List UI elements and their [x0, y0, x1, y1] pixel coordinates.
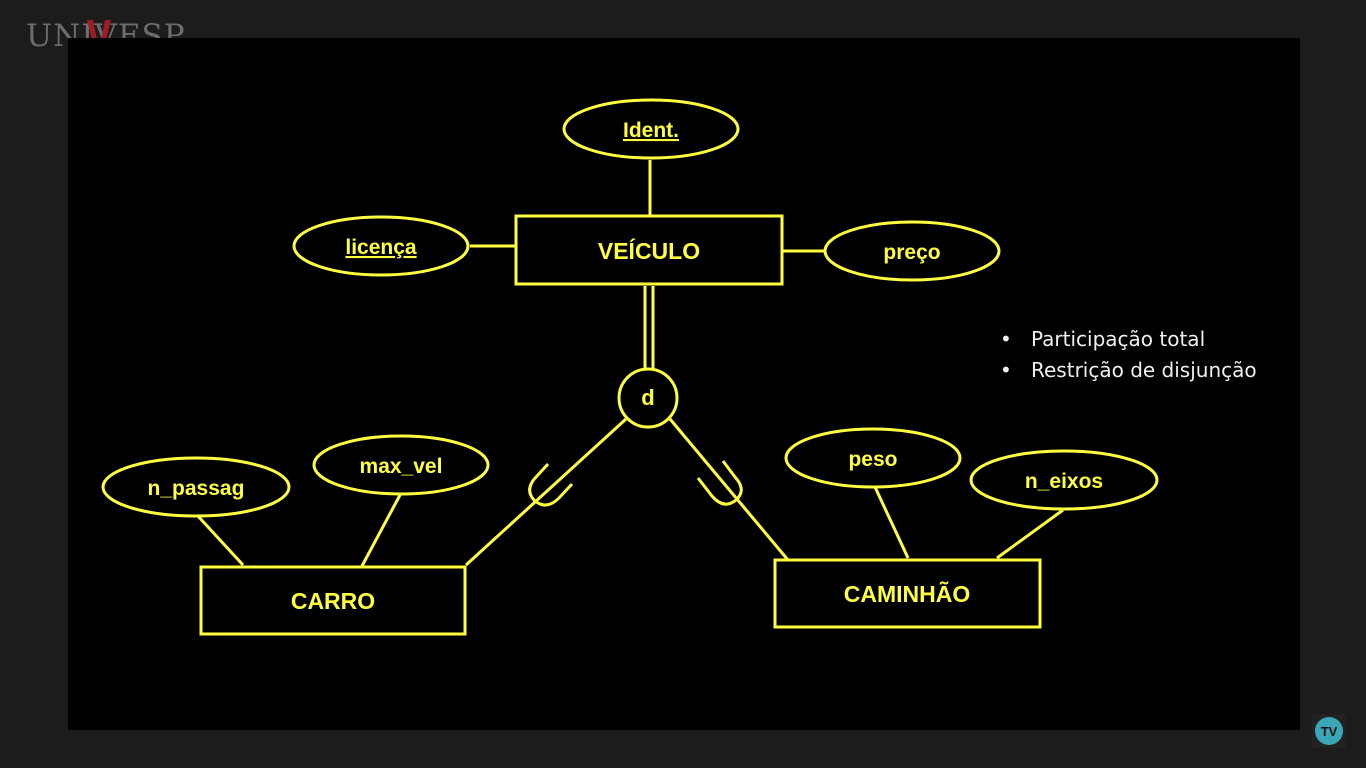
connector-n-passag	[195, 513, 245, 567]
entity-veiculo	[514, 214, 784, 286]
tv-badge-label: TV	[1321, 724, 1338, 739]
attribute-ident-label: Ident.	[623, 119, 679, 142]
subset-symbol-caminhao	[696, 460, 743, 506]
attribute-max-vel-label: max_vel	[360, 455, 443, 478]
entity-carro-label: CARRO	[291, 588, 375, 614]
notes-list: Participação total Restrição de disjunçã…	[1000, 324, 1257, 386]
subset-symbol-carro	[528, 462, 574, 507]
connector-max-vel	[360, 494, 402, 567]
specialization-label: d	[641, 385, 654, 410]
connector-peso	[873, 486, 910, 559]
attribute-n-eixos-label: n_eixos	[1025, 470, 1103, 493]
entity-caminhao	[773, 558, 1042, 629]
tv-badge: TV	[1312, 714, 1346, 748]
attribute-licenca	[292, 215, 470, 277]
attribute-preco-label: preço	[883, 241, 940, 264]
note-item: Restrição de disjunção	[1000, 355, 1257, 386]
connector-d-carro	[464, 417, 628, 567]
note-item: Participação total	[1000, 324, 1257, 355]
attribute-max-vel	[312, 434, 490, 496]
attribute-peso-label: peso	[848, 448, 897, 471]
attribute-peso	[784, 427, 962, 489]
entity-veiculo-label: VEÍCULO	[598, 237, 700, 264]
tv-icon: TV	[1315, 717, 1343, 745]
logo-v-mark	[87, 20, 111, 68]
attribute-licenca-label: licença	[345, 236, 417, 259]
attribute-preco	[823, 220, 1001, 282]
attribute-n-eixos	[969, 449, 1159, 511]
entity-carro	[199, 565, 467, 636]
entity-caminhao-label: CAMINHÃO	[844, 580, 971, 607]
attribute-ident	[562, 98, 740, 160]
specialization-circle	[617, 367, 679, 429]
attribute-n-passag-label: n_passag	[148, 477, 245, 500]
connector-n-eixos	[996, 508, 1064, 560]
connector-d-caminhao	[668, 418, 790, 561]
attribute-n-passag	[101, 456, 291, 518]
